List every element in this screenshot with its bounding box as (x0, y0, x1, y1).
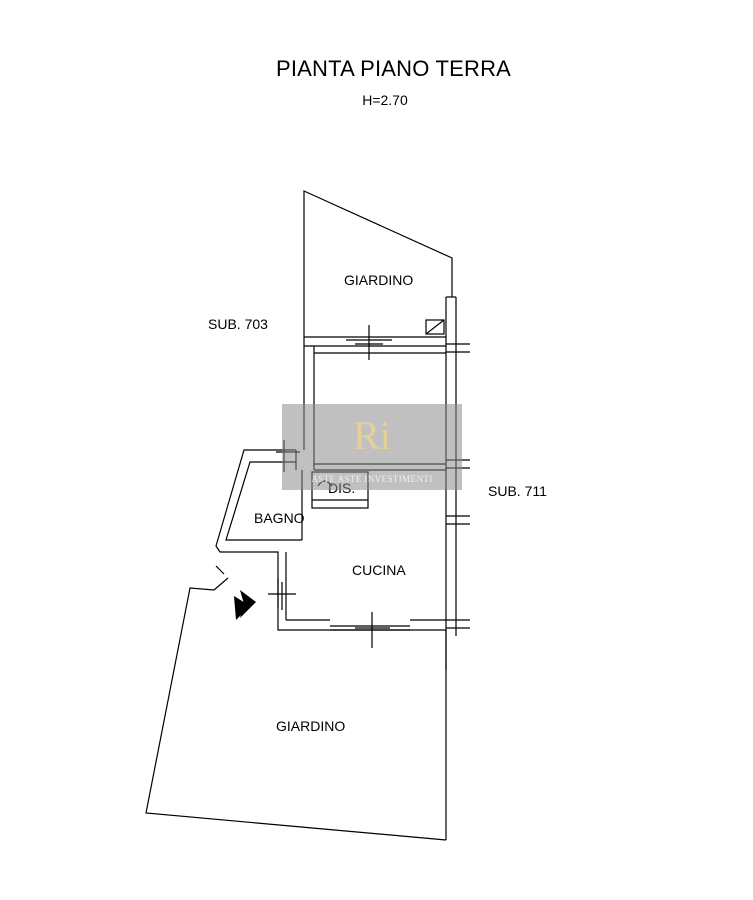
watermark-banner: Ri ASTE ASTE INVESTIMENTI (282, 404, 462, 490)
room-label-cucina: CUCINA (352, 562, 406, 578)
room-label-giardino-north: GIARDINO (344, 272, 414, 288)
plan-title: PIANTA PIANO TERRA (275, 56, 512, 81)
room-label-bagno: BAGNO (254, 510, 305, 526)
entrance-arrow-icon (234, 590, 256, 620)
neighbor-label-east: SUB. 711 (488, 483, 547, 499)
room-label-giardino-south: GIARDINO (276, 718, 346, 734)
ceiling-height-label: H=2.70 (362, 92, 408, 108)
watermark-logo: Ri (353, 413, 391, 458)
south-garden-boundary (145, 577, 447, 841)
north-garden-boundary (303, 190, 453, 337)
neighbor-label-west: SUB. 703 (208, 316, 268, 332)
watermark-text: ASTE ASTE INVESTIMENTI (311, 474, 433, 484)
